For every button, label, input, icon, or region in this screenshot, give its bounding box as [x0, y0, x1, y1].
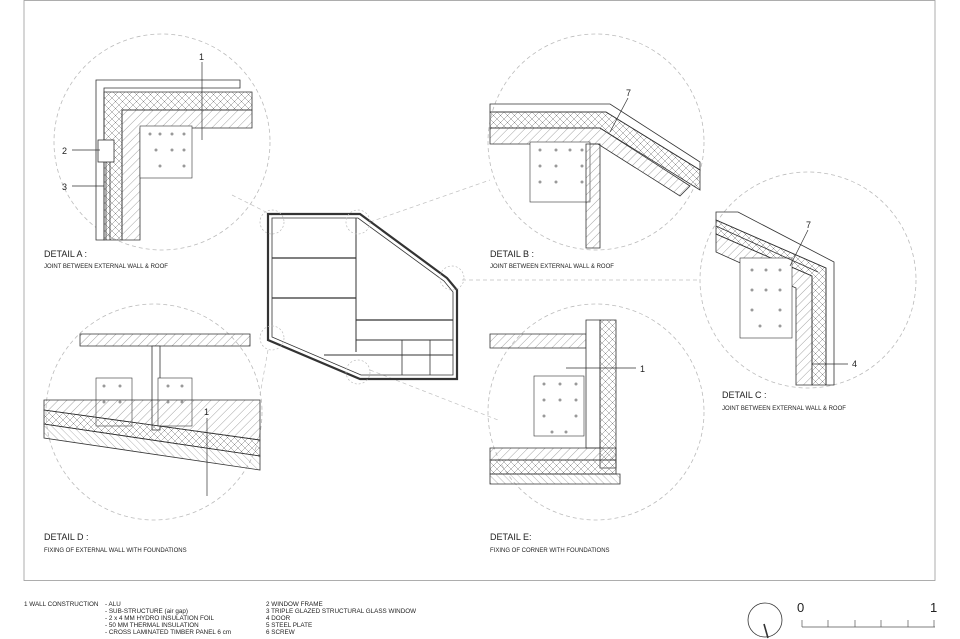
detail-e-circle [487, 303, 705, 521]
detail-d-title: DETAIL D : [44, 532, 89, 542]
legend-item: 4 DOOR [266, 615, 291, 622]
scale-bar-end: 1 [930, 600, 937, 615]
detail-a-subtitle: JOINT BETWEEN EXTERNAL WALL & ROOF [44, 264, 168, 270]
detail-e-title: DETAIL E: [490, 532, 532, 542]
detail-c-subtitle: JOINT BETWEEN EXTERNAL WALL & ROOF [722, 406, 846, 412]
detail-a: 1 2 3 DETAIL A : JOINT BETWEEN EXTERNAL … [44, 33, 271, 270]
sheet-border [23, 0, 936, 581]
legend: 1 WALL CONSTRUCTION - ALU - SUB-STRUCTUR… [24, 601, 416, 636]
callout-d-1: 1 [204, 407, 209, 417]
legend-wall-item: - ALU [105, 601, 121, 608]
detail-a-circle [53, 33, 271, 251]
center-plan [266, 212, 459, 381]
detail-e-subtitle: FIXING OF CORNER WITH FOUNDATIONS [490, 548, 610, 554]
detail-a-title: DETAIL A : [44, 249, 87, 259]
detail-b-circle [487, 33, 705, 251]
detail-c-circle [699, 171, 917, 389]
legend-wall-label: 1 WALL CONSTRUCTION [24, 601, 99, 608]
detail-c-title: DETAIL C : [722, 390, 767, 400]
plan-markers [259, 209, 465, 385]
legend-item: 3 TRIPLE GLAZED STRUCTURAL GLASS WINDOW [266, 608, 416, 615]
detail-b: 7 DETAIL B : JOINT BETWEEN EXTERNAL WALL… [487, 33, 705, 270]
legend-wall-item: - 2 x 4 MM HYDRO INSULATION FOIL [105, 615, 215, 622]
detail-e: 1 DETAIL E: FIXING OF CORNER WITH FOUNDA… [487, 303, 705, 554]
legend-item: 5 STEEL PLATE [266, 622, 312, 629]
callout-e-1: 1 [640, 364, 645, 374]
detail-b-title: DETAIL B : [490, 249, 534, 259]
legend-wall-item: - 50 MM THERMAL INSULATION [105, 622, 199, 629]
callout-a-1: 1 [199, 52, 204, 62]
legend-item: 2 WINDOW FRAME [266, 601, 323, 608]
legend-item: 6 SCREW [266, 629, 295, 636]
scale-bar: 0 1 [797, 600, 937, 628]
legend-wall-item: - SUB-STRUCTURE (air gap) [105, 608, 188, 615]
detail-d-subtitle: FIXING OF EXTERNAL WALL WITH FOUNDATIONS [44, 548, 187, 554]
north-arrow-icon [747, 602, 783, 639]
legend-wall-item: - CROSS LAMINATED TIMBER PANEL 6 cm [105, 629, 231, 636]
detail-d: 1 DETAIL D : FIXING OF EXTERNAL WALL WIT… [43, 303, 263, 554]
callout-b-7: 7 [626, 88, 631, 98]
leader-lines [231, 179, 700, 421]
scale-bar-start: 0 [797, 600, 804, 615]
callout-a-2: 2 [62, 146, 67, 156]
callout-c-4: 4 [852, 359, 857, 369]
detail-b-subtitle: JOINT BETWEEN EXTERNAL WALL & ROOF [490, 264, 614, 270]
callout-a-3: 3 [62, 182, 67, 192]
detail-c: 7 4 DETAIL C : JOINT BETWEEN EXTERNAL WA… [699, 171, 917, 412]
callout-c-7: 7 [806, 220, 811, 230]
